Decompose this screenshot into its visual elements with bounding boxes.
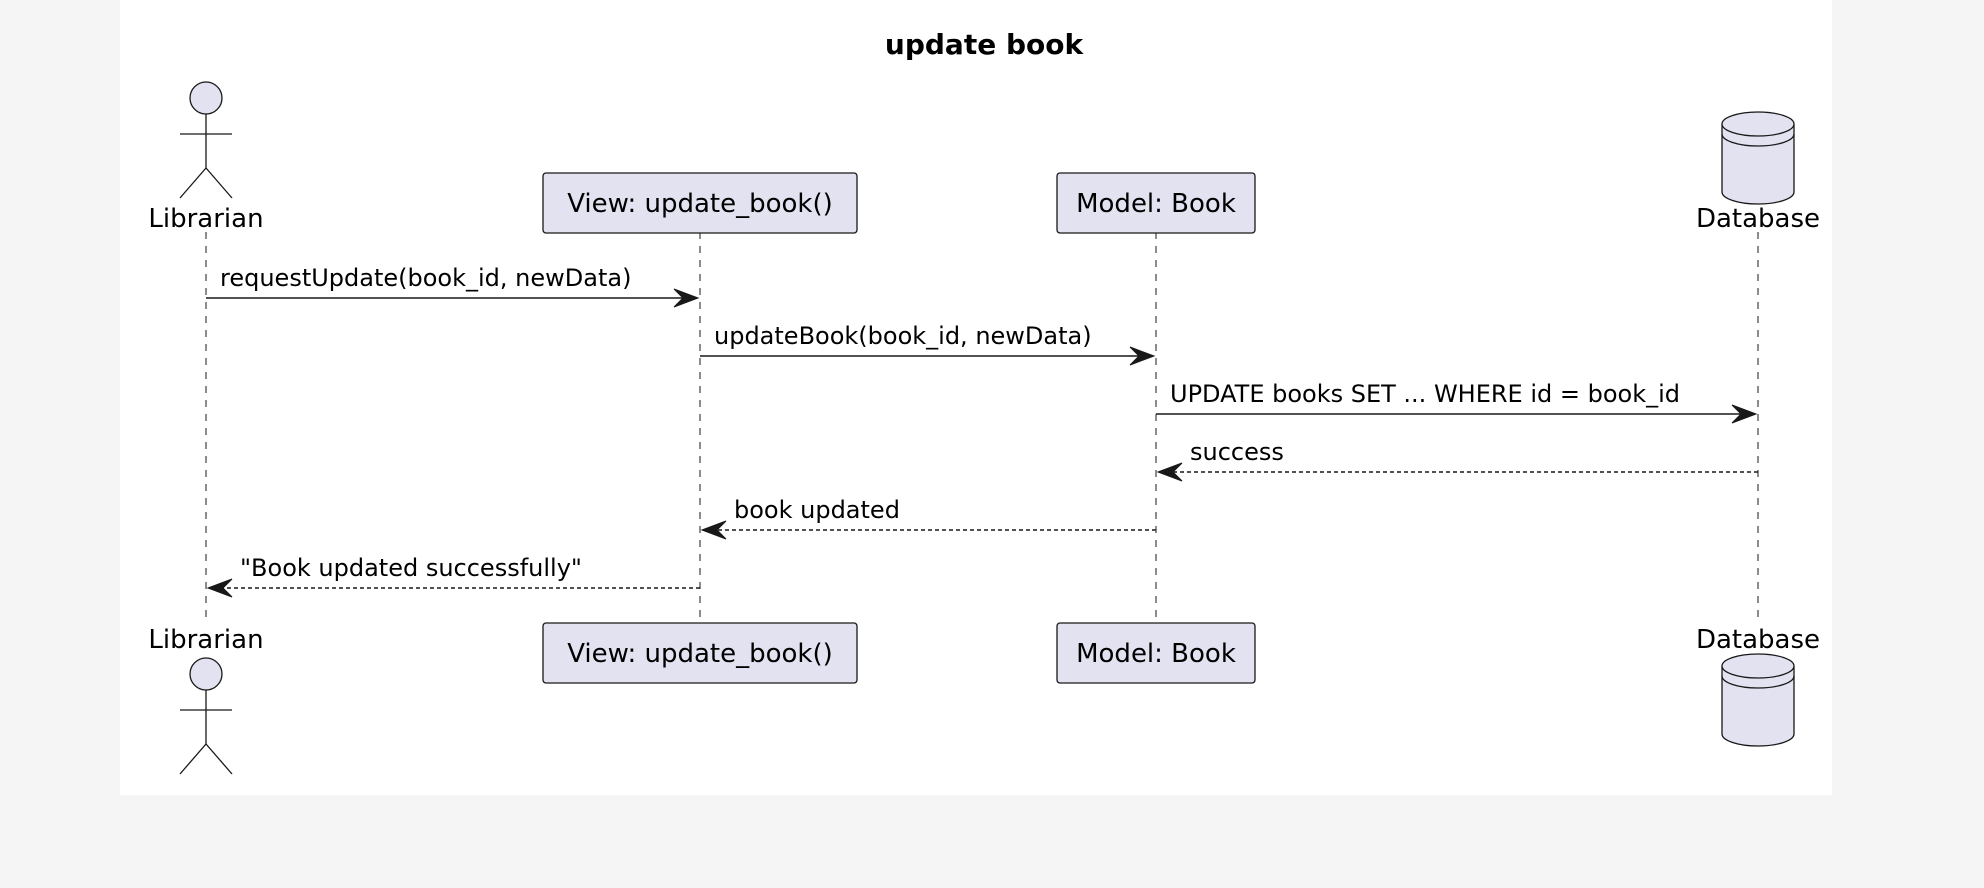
diagram-canvas <box>120 0 1832 795</box>
arrowhead <box>206 578 233 598</box>
participants-bottom: Librarian View: update_book() Model: Book D… <box>148 622 1820 775</box>
participant-librarian-bottom: Librarian <box>148 625 263 655</box>
message-label: book updated <box>734 496 900 524</box>
actor-icon <box>179 657 233 775</box>
message-label: requestUpdate(book_id, newData) <box>220 264 631 292</box>
diagram-title: update book <box>885 28 1085 61</box>
message-3: UPDATE books SET ... WHERE id = book_id <box>1156 380 1758 424</box>
message-label: success <box>1190 438 1284 466</box>
participant-view-bottom-label: View: update_book() <box>567 639 833 669</box>
arrowhead <box>1129 346 1156 366</box>
participant-model-top: Model: Book <box>1056 172 1256 234</box>
arrowhead <box>700 520 727 540</box>
arrowhead <box>1731 404 1758 424</box>
message-5: book updated <box>700 496 1156 540</box>
participant-database-top: Database <box>1696 204 1820 234</box>
participant-librarian-top: Librarian <box>148 204 263 234</box>
actor-icon <box>179 81 233 199</box>
participant-model-bottom-label: Model: Book <box>1076 639 1236 669</box>
message-1: requestUpdate(book_id, newData) <box>206 264 700 308</box>
database-icon <box>1721 653 1795 747</box>
message-2: updateBook(book_id, newData) <box>700 322 1156 366</box>
message-label: UPDATE books SET ... WHERE id = book_id <box>1170 380 1680 408</box>
message-label: "Book updated successfully" <box>240 554 582 582</box>
message-label: updateBook(book_id, newData) <box>714 322 1092 350</box>
message-6: "Book updated successfully" <box>206 554 700 598</box>
participant-view-bottom: View: update_book() <box>542 622 858 684</box>
lifelines <box>205 232 1759 624</box>
arrowhead <box>1156 462 1183 482</box>
database-icon <box>1721 111 1795 205</box>
message-4: success <box>1156 438 1758 482</box>
participant-model-top-label: Model: Book <box>1076 189 1236 219</box>
participant-model-bottom: Model: Book <box>1056 622 1256 684</box>
participant-database-bottom: Database <box>1696 625 1820 655</box>
participant-view-top-label: View: update_book() <box>567 189 833 219</box>
participant-view-top: View: update_book() <box>542 172 858 234</box>
arrowhead <box>673 288 700 308</box>
messages: requestUpdate(book_id, newData) updateBoo… <box>206 264 1758 598</box>
